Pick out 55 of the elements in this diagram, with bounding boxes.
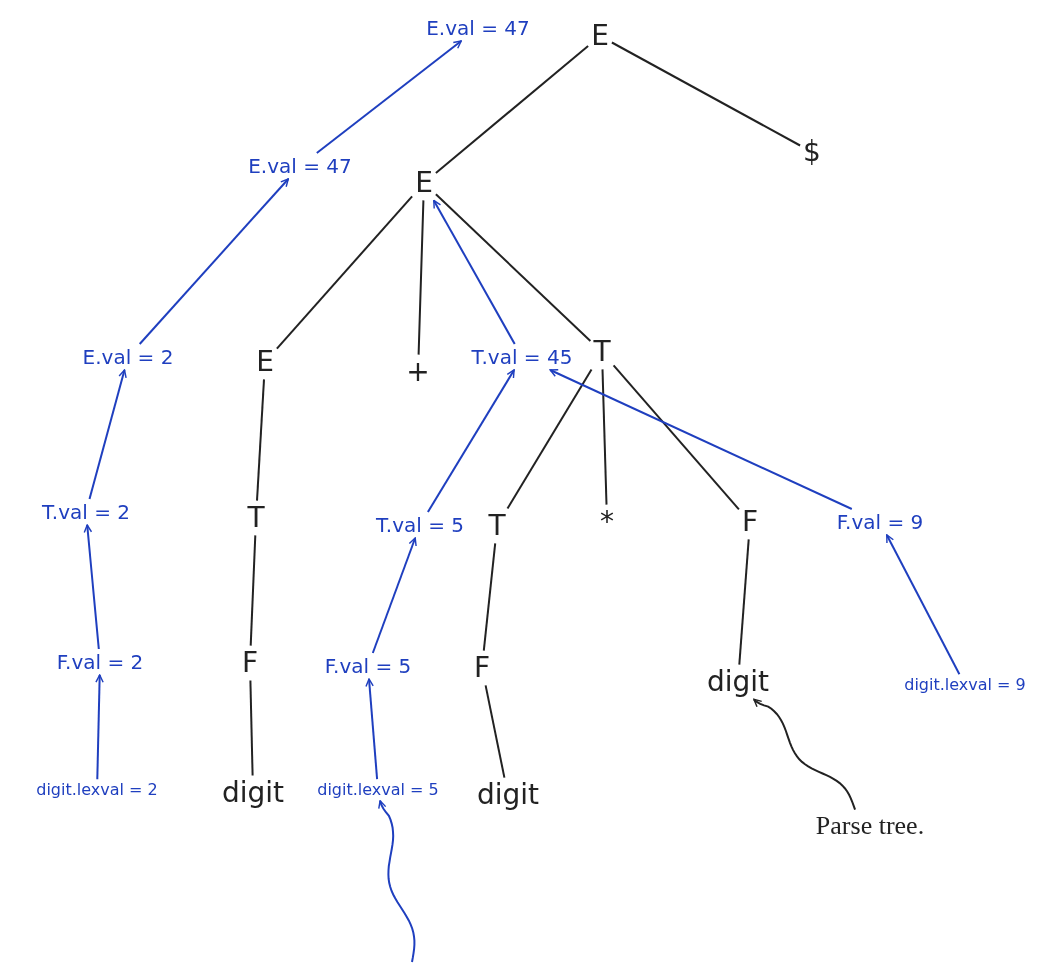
- tree-branch: [484, 684, 506, 779]
- tree-branch: [612, 364, 740, 511]
- arrow: [95, 674, 104, 781]
- attribute-label: E.val = 47: [245, 153, 355, 179]
- attribute-label: T.val = 2: [39, 499, 133, 525]
- attribute-label: F.val = 9: [833, 509, 927, 535]
- arrow: [83, 524, 100, 650]
- arrow: [432, 199, 516, 345]
- attribute-label: T.val = 5: [373, 512, 467, 538]
- grammar-symbol: $: [800, 134, 824, 170]
- caption-note: Parse tree.: [812, 809, 928, 843]
- tree-branch: [601, 368, 608, 506]
- tree-branch: [249, 679, 254, 777]
- grammar-symbol: T: [590, 334, 614, 370]
- tree-branch: [417, 199, 425, 356]
- tree-branch: [434, 44, 590, 175]
- tree-branch: [610, 41, 802, 147]
- attribute-label: digit.lexval = 2: [33, 779, 161, 801]
- grammar-symbol: digit: [218, 775, 288, 811]
- arrow: [426, 369, 516, 513]
- attribute-label: digit.lexval = 5: [314, 779, 442, 801]
- arrow: [315, 40, 463, 154]
- grammar-symbol: F: [738, 504, 762, 540]
- grammar-symbol: F: [238, 645, 262, 681]
- attribute-label: T.val = 45: [468, 344, 576, 370]
- arrow: [138, 178, 290, 345]
- grammar-symbol: E: [253, 344, 277, 380]
- attribute-label: F.val = 5: [321, 653, 415, 679]
- grammar-symbol: F: [470, 650, 494, 686]
- attribute-label: E.val = 2: [79, 344, 177, 370]
- grammar-symbol: T: [244, 500, 268, 536]
- tree-branch: [738, 538, 750, 666]
- tree-branch: [434, 193, 592, 342]
- grammar-symbol: E: [412, 165, 436, 201]
- tree-branch: [506, 368, 593, 510]
- grammar-symbol: +: [403, 354, 433, 390]
- attribute-label: E.val = 47: [423, 15, 533, 41]
- tree-branch: [249, 534, 257, 647]
- grammar-symbol: E: [588, 18, 612, 54]
- arrow: [88, 369, 127, 500]
- tree-branch: [275, 195, 414, 350]
- grammar-symbol: digit: [473, 777, 543, 813]
- grammar-symbol: T: [485, 508, 509, 544]
- grammar-symbol: digit: [703, 664, 773, 700]
- tree-branch: [482, 542, 497, 652]
- arrow: [885, 534, 961, 676]
- arrow: [549, 369, 853, 510]
- attribute-label: F.val = 2: [53, 649, 147, 675]
- attribute-label: digit.lexval = 9: [901, 674, 1029, 696]
- arrow: [371, 537, 417, 654]
- grammar-symbol: *: [597, 504, 617, 540]
- arrow: [378, 799, 416, 963]
- arrow: [752, 698, 857, 811]
- arrow: [365, 678, 379, 781]
- tree-branch: [256, 378, 265, 502]
